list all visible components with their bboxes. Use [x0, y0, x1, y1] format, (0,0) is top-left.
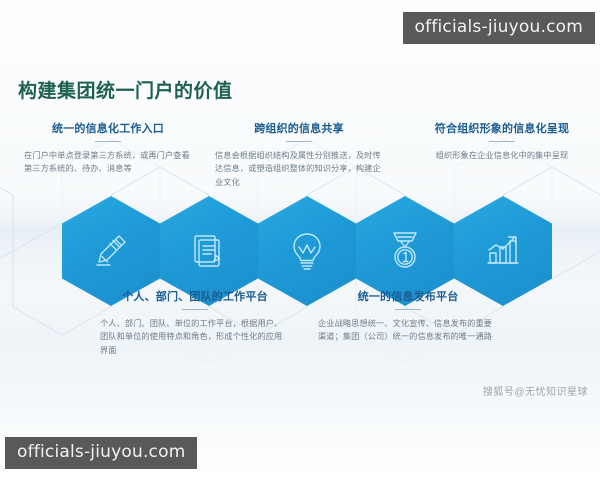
hexagon-item-1[interactable] — [62, 196, 160, 306]
medal-icon — [383, 229, 427, 273]
page-title: 构建集团统一门户的价值 — [18, 81, 233, 102]
heading-divider — [182, 309, 208, 310]
block-body: 在门户中单点登录第三方系统，或再门户查看第三方系统的、待办、消息等 — [24, 151, 190, 174]
source-credit: 搜狐号@无忧知识星球 — [482, 387, 588, 398]
hexagon-item-5[interactable] — [454, 196, 552, 306]
lightbulb-icon — [285, 229, 329, 273]
heading-divider — [95, 141, 121, 142]
growth-chart-icon — [481, 229, 525, 273]
value-block-org-image: 符合组织形象的信息化呈现 组织形象在企业信息化中的集中呈现 — [413, 120, 591, 162]
watermark-top-right: officials-jiuyou.com — [402, 12, 595, 44]
block-body: 企业战略思想统一、文化宣传、信息发布的重要渠道；集团（公司）统一的信息发布的唯一… — [318, 319, 493, 342]
value-block-unified-entry: 统一的信息化工作入口 在门户中单点登录第三方系统，或再门户查看第三方系统的、待办… — [24, 120, 192, 176]
hexagon-shape — [356, 196, 454, 306]
hexagon-item-2[interactable] — [160, 196, 258, 306]
value-block-work-platform: 个人、部门、团队的工作平台 个人、部门、团队、单位的工作平台，根据用户、团队和单… — [100, 288, 290, 357]
document-edit-icon — [187, 229, 231, 273]
block-body: 信息会根据组织结构及属性分别推送，及时传达信息，或塑造组织整体的知识分享，构建企… — [215, 151, 381, 187]
block-heading: 个人、部门、团队的工作平台 — [122, 291, 268, 303]
block-heading: 统一的信息化工作入口 — [52, 123, 164, 135]
block-body: 组织形象在企业信息化中的集中呈现 — [435, 151, 569, 160]
block-heading: 符合组织形象的信息化呈现 — [434, 123, 570, 135]
value-block-publishing-platform: 统一的信息发布平台 企业战略思想统一、文化宣传、信息发布的重要渠道；集团（公司）… — [318, 288, 498, 344]
value-block-cross-org-sharing: 跨组织的信息共享 信息会根据组织结构及属性分别推送，及时传达信息，或塑造组织整体… — [215, 120, 383, 189]
block-heading: 统一的信息发布平台 — [357, 291, 459, 303]
hexagon-icon-row — [0, 196, 600, 308]
heading-divider — [286, 141, 312, 142]
hexagon-item-4[interactable] — [356, 196, 454, 306]
heading-divider — [489, 141, 515, 142]
hexagon-shape — [258, 196, 356, 306]
watermark-bottom-left: officials-jiuyou.com — [5, 437, 198, 469]
hexagon-item-3[interactable] — [258, 196, 356, 306]
block-heading: 跨组织的信息共享 — [254, 123, 344, 135]
block-body: 个人、部门、团队、单位的工作平台，根据用户、团队和单位的使用特点和角色，形成个性… — [100, 319, 283, 355]
heading-divider — [395, 309, 421, 310]
pencil-icon — [89, 229, 133, 273]
